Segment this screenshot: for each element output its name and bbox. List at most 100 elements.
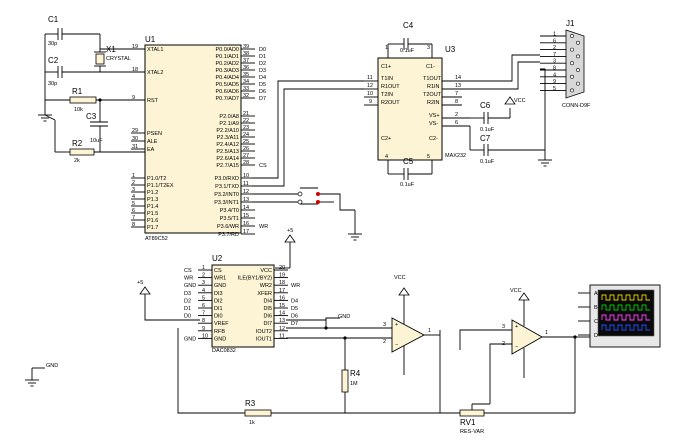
pin-name: P0.4/AD4 [215,75,239,81]
pin-name: WR1 [214,276,226,282]
u3-num-c1m: 3 [427,45,430,51]
pin-number: 27 [243,153,249,159]
pin-number: 7 [202,311,205,317]
x1-value: CRYSTAL [106,56,131,62]
pin-number: 10 [202,333,208,339]
pin-number: 4 [132,194,135,200]
u3-pin-c1p: C1+ [381,64,391,70]
pin-name: DI7 [263,321,272,327]
net-label: D3 [184,291,191,297]
pin-name: P1.7 [147,225,158,231]
pin-name: XTAL1 [147,47,163,53]
pin-name: P2.4/A12 [216,142,239,148]
u3-pin-r1in: R1IN [427,84,440,90]
pin-number: 32 [243,93,249,99]
net-label: D4 [291,298,298,304]
opamp2-pin-out: 1 [545,330,548,336]
push-buttons[interactable] [252,187,362,241]
pin-name: IOUT1 [256,336,272,342]
pin-name: DI4 [263,298,272,304]
gnd-net-left: GND [25,363,58,387]
u3-pin-c1m: C1- [426,64,435,70]
plus5-label-left: +5 [137,280,143,286]
ground-symbol [38,114,52,122]
u3-num-r1in: 13 [455,83,461,89]
pin-name: GND [214,336,226,342]
oscillator-section: C1 30p C2 30p X1 CRYSTAL R1 10k [38,15,145,164]
c5-ref: C5 [403,157,414,166]
r1-value: 10k [74,107,83,113]
max232-u3[interactable]: U3 MAX232 C1+ C1- T1IN R1OUT T2IN R2OUT … [364,45,470,161]
pin-number: 2 [202,273,205,279]
opamp-2[interactable]: + − 3 2 1 VCC [459,288,590,413]
pin-name: P2.1/A9 [219,121,239,127]
charge-pump-caps: C4 0.1uF C5 0.1uF C6 0.1uF VCC C7 0.1uF [387,21,552,188]
c7-value: 0.1uF [480,159,495,165]
pin-name: GND [214,283,226,289]
net-label: D5 [291,306,298,312]
j1-part: CONN-D9F [562,103,591,109]
u3-num-c2p: 4 [385,154,388,160]
connector-pin [576,68,580,72]
pin-number: 5 [202,295,205,301]
u3-pin-t2in: T2IN [381,92,393,98]
pin-number: 3 [132,187,135,193]
pin-number: 17 [279,288,285,294]
pin-name: P0.7/AD7 [215,96,239,102]
net-label: CS [184,268,192,274]
connector-pin [570,61,574,66]
pin-name: PSEN [147,131,162,137]
pin-number: 10 [243,173,249,179]
pin-number: 8 [202,318,205,324]
u3-num-vsm: 6 [455,120,458,126]
u1-part: AT89C52 [145,236,168,242]
j1-ref: J1 [566,19,575,28]
pin-number: 4 [202,288,205,294]
pin-name: P3.6/WR [217,224,239,230]
pin-name: DI2 [214,298,223,304]
plus5-label-top: +5 [287,228,293,234]
u3-num-t1out: 14 [455,75,461,81]
pin-name: DI1 [214,306,223,312]
pin-name: DI6 [263,314,272,320]
net-label: GND [184,336,196,342]
net-label: D2 [259,61,266,67]
pin-name: P1.4 [147,204,158,210]
u3-pin-vsm: VS- [429,121,438,127]
pin-name: P2.2/A10 [216,128,239,134]
pin-name: P0.1/AD1 [215,54,239,60]
u3-num-t1in: 11 [367,75,373,81]
pin-name: XTAL2 [147,70,163,76]
u3-num-r2in: 8 [455,99,458,105]
pin-name: DI3 [214,291,223,297]
pin-number: 34 [243,79,249,85]
rv1-value: RES-VAR [460,429,484,435]
pin-name: P1.3 [147,197,158,203]
pin-name: IOUT2 [256,329,272,335]
pin-number: 18 [132,67,138,73]
pin-number: 11 [243,181,249,187]
pin-number: 1 [202,265,205,271]
c6-value: 0.1uF [480,127,495,133]
pin-number: 20 [279,265,285,271]
variable-resistor-rv1[interactable]: RV1 RES-VAR [440,403,575,435]
c2-value: 30p [48,81,57,87]
plus5-symbol-top: +5 [275,228,296,269]
pin-number: 3 [553,59,556,65]
pin-number: 5 [132,201,135,207]
pin-number: 8 [553,66,556,72]
pin-name: ILE(BY1/BY2) [238,276,272,282]
vcc-symbol-c6: VCC [504,96,526,105]
opamp-1[interactable]: + − 3 2 1 VCC [383,275,440,375]
connector-pin [576,54,580,59]
scope-traces [601,294,650,331]
pin-name: WR2 [260,283,272,289]
connector-pin [570,74,574,79]
pin-number: 1 [132,173,135,179]
